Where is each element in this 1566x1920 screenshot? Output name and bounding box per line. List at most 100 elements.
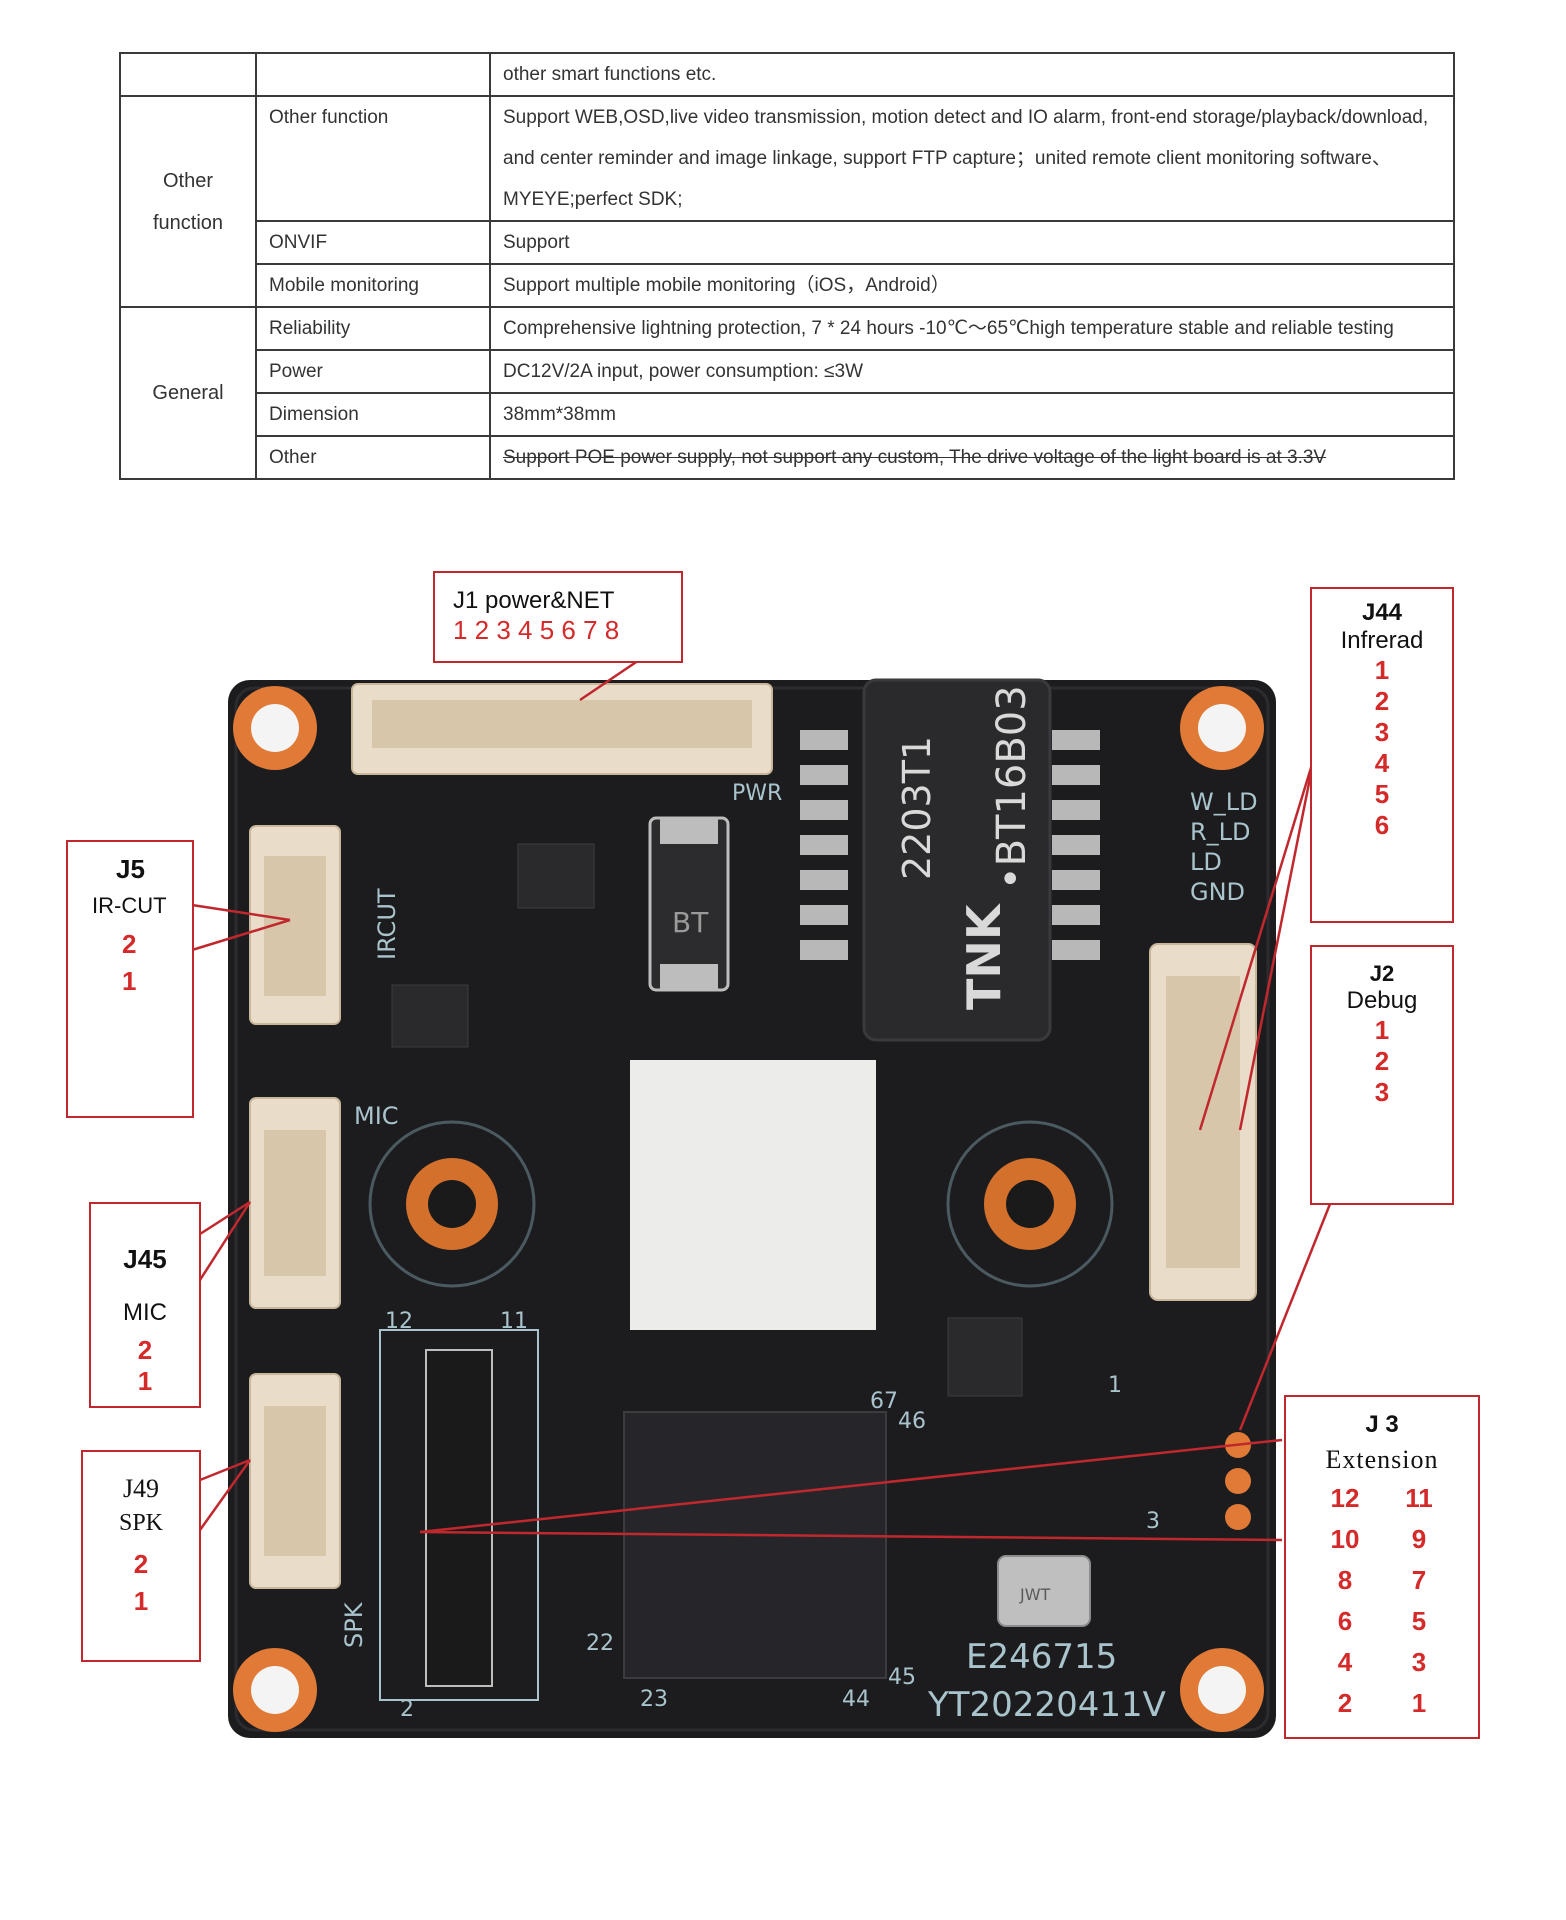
pin-label: 2 [1374,686,1390,716]
callout-subtitle: SPK [118,1510,164,1536]
pin-number: 67 [870,1389,898,1414]
chip-code: •BT16B03 [989,685,1035,890]
board-photo: TNK 2203T1 •BT16B03 W_LD R_LD LD GND PWR… [191,648,1332,1738]
j49-connector [249,1373,341,1589]
j3-outline [379,1329,539,1701]
table-row: Dimension 38mm*38mm [120,392,1455,437]
mounting-hole [233,686,317,770]
pin-label: 3 [1374,1077,1390,1107]
value-cell: 38mm*38mm [489,392,1455,437]
pin-label: 10 [1330,1524,1360,1554]
j3-connector [425,1349,493,1687]
callout-title: J44 [1361,599,1403,626]
pin-grid: 12 11 10 9 8 7 6 5 4 3 2 1 [1286,1483,1478,1729]
category-cell [119,52,257,97]
spec-table: other smart functions etc. Other functio… [119,52,1455,480]
pin-number: 22 [586,1631,614,1656]
pin-label: 9 [1411,1524,1427,1554]
pin-label: 8 [1337,1565,1353,1595]
category-cell: General [119,306,257,480]
table-row: Other Support POE power supply, not supp… [120,435,1455,480]
pin-number: 45 [888,1665,916,1690]
value-cell: DC12V/2A input, power consumption: ≤3W [489,349,1455,394]
pin-row: 10 9 [1286,1524,1478,1565]
callout-subtitle: MIC [123,1299,167,1326]
pin-number: 12 [385,1309,413,1334]
pin-label: 2 [133,1549,149,1579]
j45-callout: J45 MIC 2 1 [89,1202,201,1408]
chip-code: 2203T1 [895,736,939,880]
value-cell: other smart functions etc. [489,52,1455,97]
table-row: Mobile monitoring Support multiple mobil… [120,263,1455,308]
silk-label: GND [1190,878,1245,906]
pin-label: 1 [122,966,137,996]
j1-callout: J1 power&NET 1 2 3 4 5 6 7 8 [433,571,683,663]
pin-label: 1 [1374,655,1390,685]
part-number: E246715 [966,1637,1117,1677]
pin-number: 11 [500,1309,528,1334]
pin-label: 4 [1337,1647,1353,1677]
pin-label: 2 [137,1335,153,1365]
callout-title: J45 [123,1244,167,1274]
pin-number: 44 [842,1687,870,1712]
ic-chip [391,984,469,1048]
pin-label: 11 [1405,1483,1433,1513]
leader-lines [191,648,1332,1542]
table-row: Power DC12V/2A input, power consumption:… [120,349,1455,394]
j5-connector [249,825,341,1025]
category-cell: Other function [119,95,257,308]
chip-brand: TNK [957,902,1011,1010]
shield-area [630,1060,876,1330]
pin-row: 12 11 [1286,1483,1478,1524]
pin-row: 8 7 [1286,1565,1478,1606]
value-cell: Support POE power supply, not support an… [489,435,1455,480]
silk-label: W_LD [1190,788,1258,816]
value-cell: Support [489,220,1455,265]
callout-title: J5 [116,854,145,884]
pin-label: 1 [137,1366,153,1396]
callout-title: J1 power&NET [453,587,615,614]
silk-label: MIC [354,1102,399,1130]
table-row: ONVIF Support [120,220,1455,265]
j2-callout: J2 Debug 1 2 3 [1310,945,1454,1205]
item-cell: Other [255,435,491,480]
pin-row: 2 1 [1286,1688,1478,1729]
callout-subtitle: Infrerad [1340,627,1424,654]
ic-chip [517,843,595,909]
callout-title: J49 [122,1474,160,1503]
silk-label: PWR [732,781,782,806]
silk-label: SPK [340,1601,368,1648]
j49-callout: J49 SPK 2 1 [81,1450,201,1662]
item-cell: Dimension [255,392,491,437]
mounting-hole [233,1648,317,1732]
pin-label: 2 [1374,1046,1390,1076]
date-code: YT20220411V [927,1685,1166,1725]
silk-label: R_LD [1190,818,1251,846]
transformer [862,678,1052,1042]
pin-label: 1 [1374,1015,1390,1045]
pin-number: 1 [1108,1373,1122,1398]
pin-label: 1 [133,1586,149,1616]
callout-title: J 3 [1365,1411,1399,1438]
table-row: General Reliability Comprehensive lightn… [119,306,1455,480]
pin-label: 2 [122,929,137,959]
silk-label: IRCUT [373,888,401,960]
item-cell: ONVIF [255,220,491,265]
j3-callout: J 3 Extension 12 11 10 9 8 7 6 5 4 3 2 1 [1284,1395,1480,1739]
j45-connector [249,1097,341,1309]
pin-label: 1 [1411,1688,1427,1718]
pin-label: 7 [1411,1565,1427,1595]
crystal-label: JWT [1019,1585,1051,1604]
category-label: Other function [152,169,224,234]
value-cell: Comprehensive lightning protection, 7 * … [489,306,1455,351]
ic-chip [947,1317,1023,1397]
item-cell: Other function [255,95,491,222]
mounting-hole [1180,686,1264,770]
soc-chip [623,1411,887,1679]
table-row: other smart functions etc. [119,52,1455,97]
j5-callout: J5 IR-CUT 2 1 [66,840,194,1118]
pin-number: 23 [640,1687,668,1712]
callout-subtitle: IR-CUT [92,893,167,918]
diode [648,816,730,992]
item-cell: Power [255,349,491,394]
